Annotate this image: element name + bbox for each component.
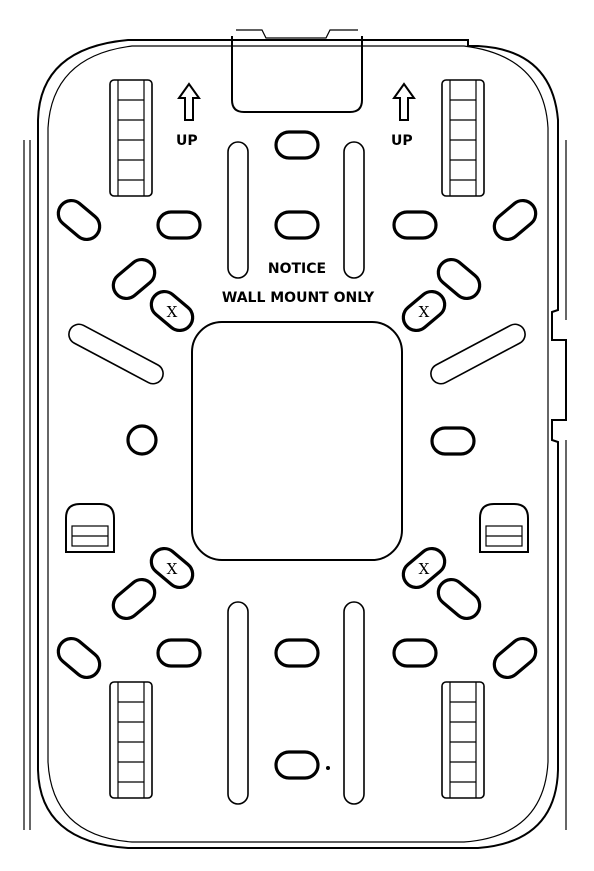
top-hanger-lip — [236, 29, 358, 39]
x-mark: X — [167, 560, 178, 578]
angled-slot — [492, 198, 538, 242]
screw-slot — [274, 130, 320, 160]
screw-slot — [274, 750, 320, 780]
small-dot — [326, 766, 330, 770]
screw-slot — [156, 210, 202, 240]
center-opening — [191, 321, 403, 561]
up-label-right: UP — [391, 133, 413, 149]
x-mark: X — [167, 303, 178, 321]
screw-slot — [392, 210, 438, 240]
round-hole — [126, 424, 158, 456]
ladder-rail-bottom-right — [441, 681, 485, 799]
vertical-slot-bottom-right — [343, 601, 365, 805]
screw-slot — [274, 210, 320, 240]
vertical-slot-top-right — [343, 141, 365, 279]
wall-mount-only-label: WALL MOUNT ONLY — [222, 290, 375, 306]
up-label-left: UP — [176, 133, 198, 149]
angled-slot — [492, 636, 538, 680]
angled-slot — [436, 257, 482, 301]
up-arrow-icon — [177, 82, 201, 121]
angled-slot-x — [401, 546, 447, 590]
vertical-slot-bottom-left — [227, 601, 249, 805]
diagonal-slot-left — [68, 323, 164, 385]
up-arrow-icon — [392, 82, 416, 121]
diagonal-slot-right — [430, 323, 526, 385]
angled-slot-x — [401, 289, 447, 333]
ladder-rail-bottom-left — [109, 681, 153, 799]
angled-slot — [111, 257, 157, 301]
plate-inner-outline — [47, 45, 549, 843]
angled-slot — [56, 198, 102, 242]
angled-slot-x — [149, 289, 195, 333]
ladder-rail-top-left — [109, 79, 153, 197]
angled-slot-x — [149, 546, 195, 590]
side-clip-left — [65, 503, 115, 553]
vertical-slot-top-left — [227, 141, 249, 279]
side-clip-right — [479, 503, 529, 553]
angled-slot — [436, 577, 482, 621]
plate-outline — [37, 39, 567, 849]
x-mark: X — [419, 560, 430, 578]
screw-slot — [392, 638, 438, 668]
ladder-rail-top-right — [441, 79, 485, 197]
angled-slot — [56, 636, 102, 680]
angled-slot — [111, 577, 157, 621]
top-hanger-tab — [231, 36, 363, 113]
screw-slot — [430, 426, 476, 456]
x-mark: X — [419, 303, 430, 321]
notice-label: NOTICE — [268, 261, 326, 277]
screw-slot — [274, 638, 320, 668]
screw-slot — [156, 638, 202, 668]
